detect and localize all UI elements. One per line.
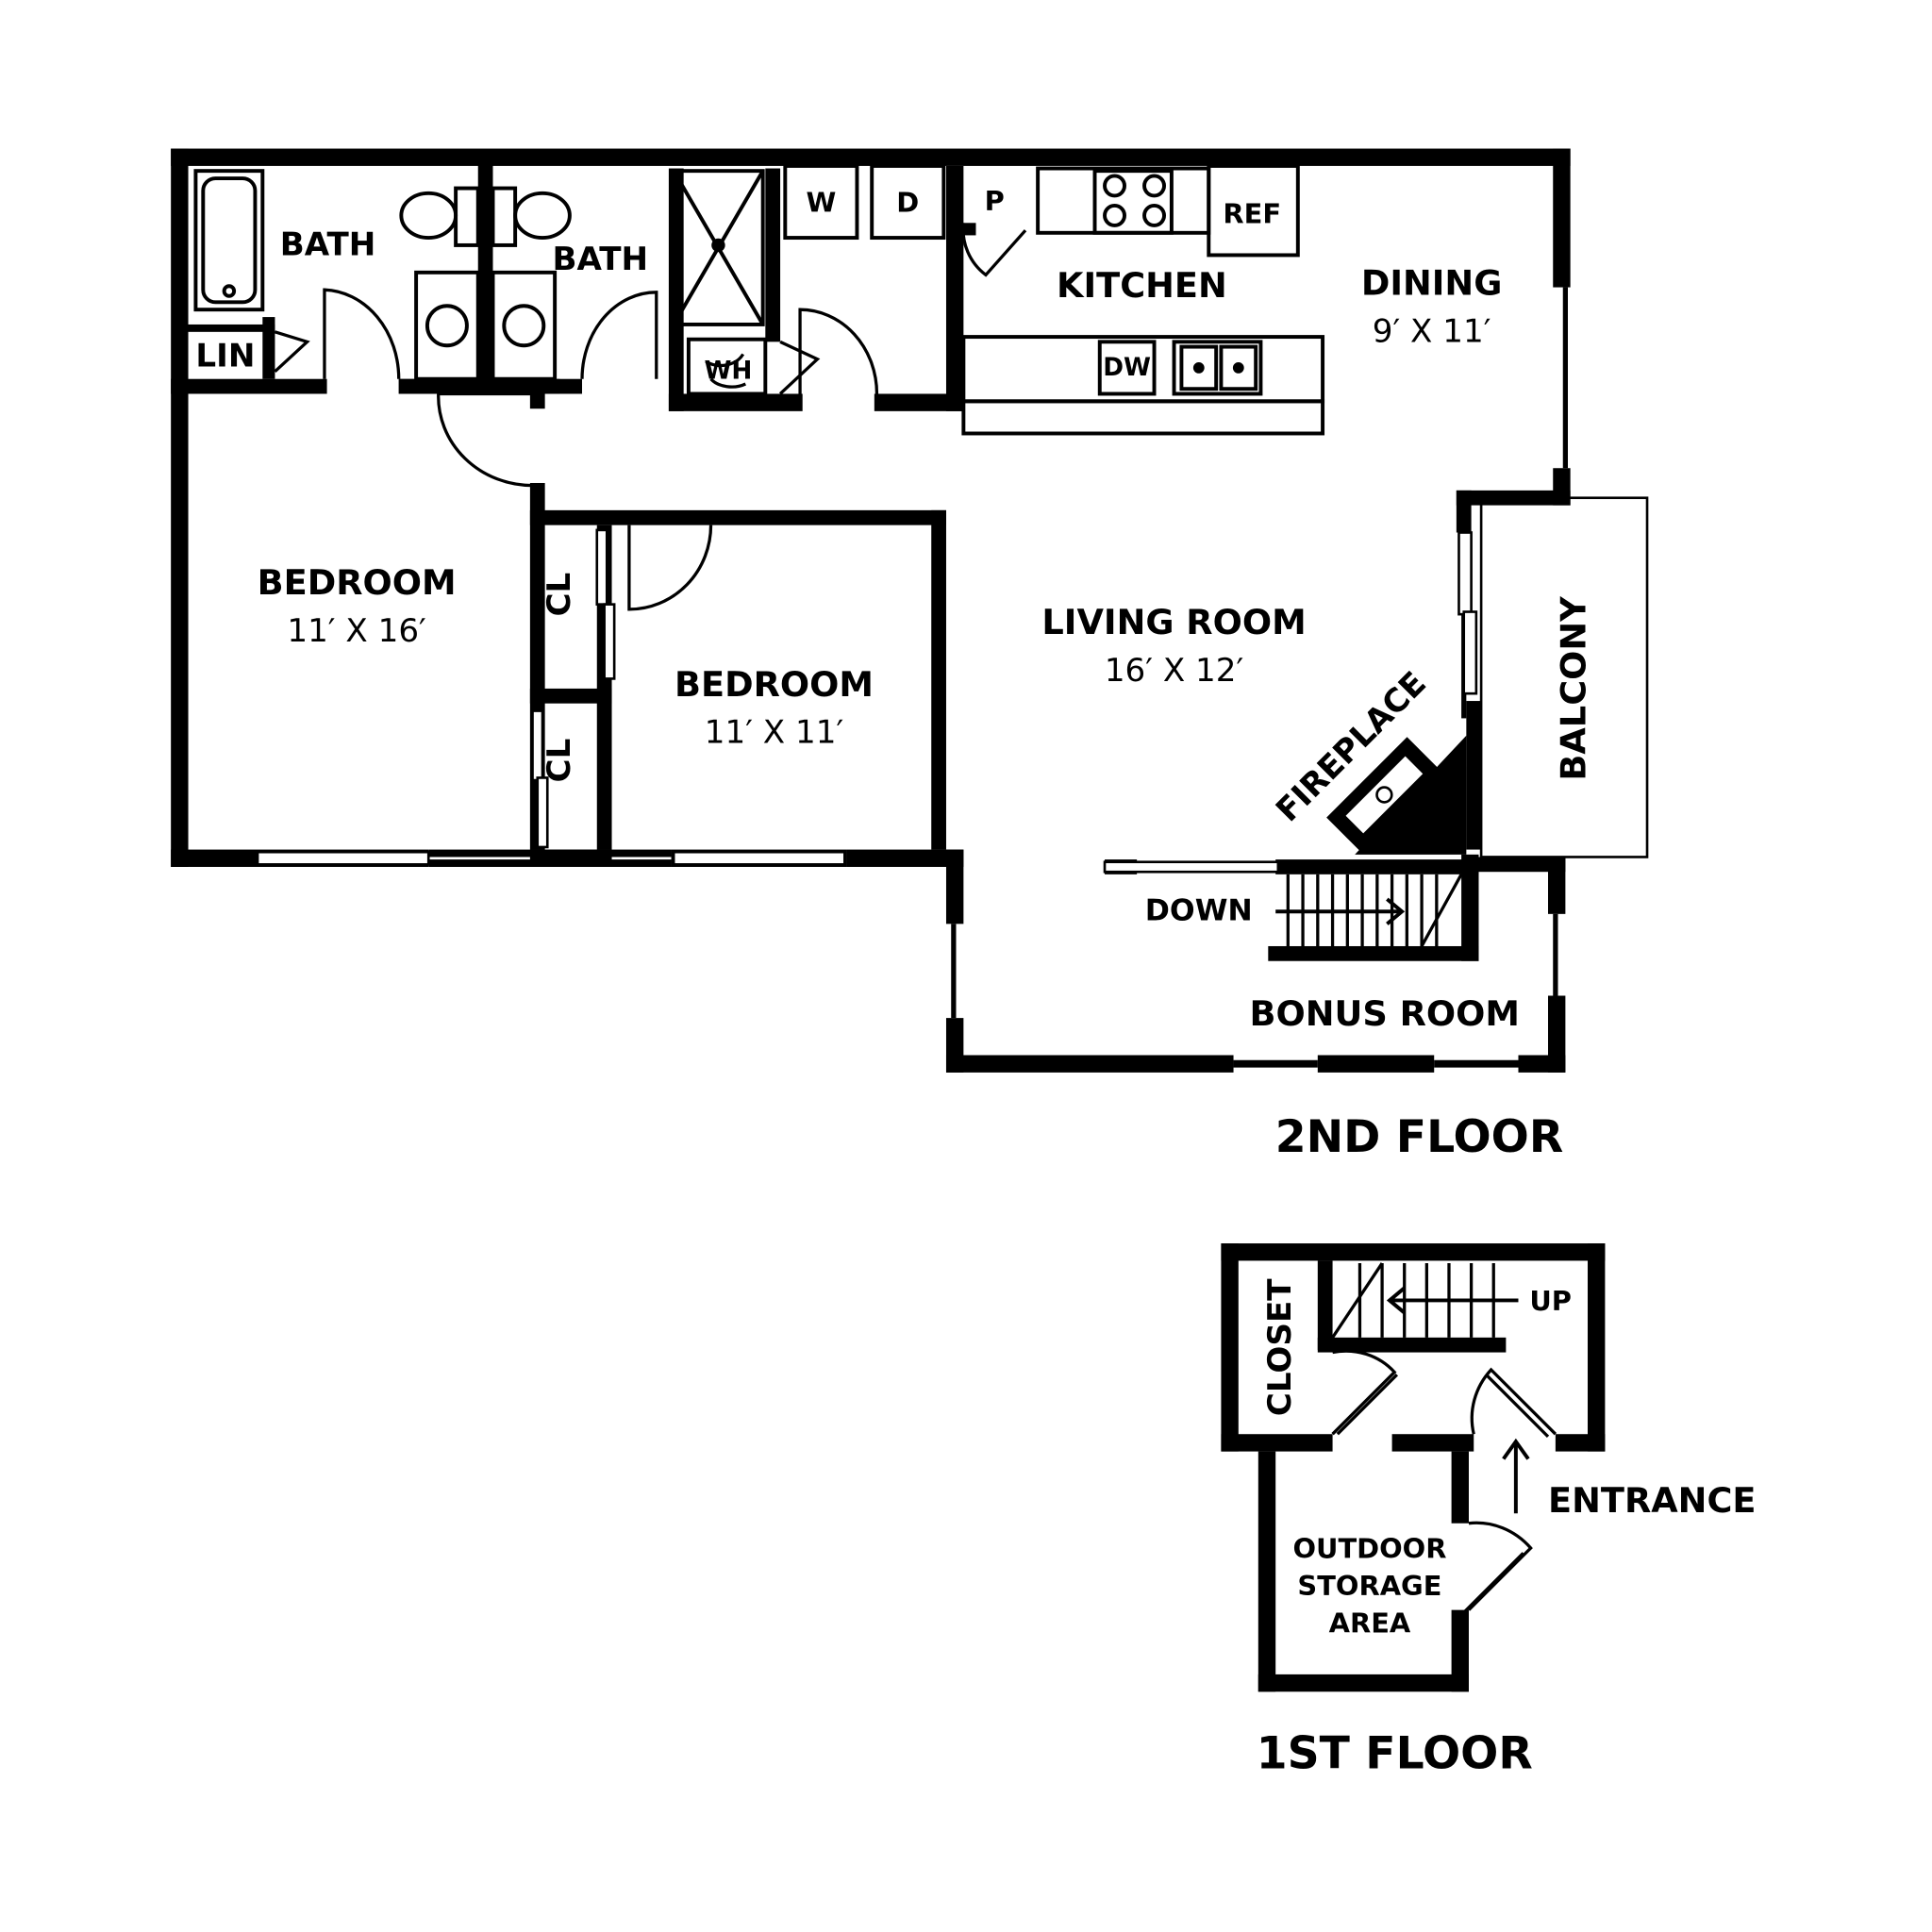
first-floor-title: 1ST FLOOR (1257, 1728, 1533, 1780)
dryer-icon (870, 163, 946, 241)
label-up: UP (1529, 1285, 1572, 1317)
label-washer: W (806, 186, 836, 218)
balcony-outline (1479, 496, 1649, 858)
label-entrance: ENTRANCE (1548, 1480, 1756, 1521)
label-dishwasher: DW (1103, 354, 1151, 382)
label-closet1: CL (541, 573, 578, 617)
door-storage (1467, 1521, 1533, 1611)
label-linen: LIN (195, 338, 255, 375)
label-closet2: CL (541, 739, 578, 783)
sink-icon (414, 270, 480, 381)
label-closet: CLOSET (1261, 1278, 1299, 1416)
label-dining-dim: 9′ X 11′ (1373, 312, 1491, 350)
window-bedroom2 (672, 850, 846, 866)
second-floor-title: 2ND FLOOR (1275, 1111, 1564, 1163)
door-wh (778, 340, 821, 395)
door-hall (798, 308, 879, 394)
door-entrance (1470, 1367, 1557, 1436)
label-bath2: BATH (553, 241, 649, 278)
door-bath2 (580, 291, 658, 379)
label-living-dim: 16′ X 12′ (1105, 652, 1243, 690)
label-bonus: BONUS ROOM (1249, 993, 1519, 1034)
fireplace-icon (1326, 735, 1467, 855)
label-down: DOWN (1145, 893, 1253, 927)
label-kitchen: KITCHEN (1057, 265, 1227, 306)
door-linen (274, 330, 310, 374)
shower-icon (672, 169, 765, 326)
kitchen-sink-icon (1172, 340, 1263, 396)
second-floor-walls (171, 148, 1571, 1073)
label-dryer: D (896, 186, 919, 218)
sink-icon (491, 270, 558, 381)
stairs-down (1275, 874, 1463, 947)
first-floor-walls (1221, 1243, 1606, 1692)
water-heater-icon (686, 337, 768, 396)
stove-icon (1092, 169, 1174, 235)
label-bedroom2: BEDROOM (675, 664, 874, 705)
label-refrigerator: REF (1223, 197, 1281, 229)
refrigerator-icon (1207, 163, 1300, 258)
door-bedroom2 (627, 525, 713, 611)
toilet-icon (513, 191, 572, 241)
label-bath1: BATH (280, 225, 376, 263)
label-bedroom2-dim: 11′ X 11′ (705, 714, 843, 752)
washer-icon (783, 163, 859, 241)
label-storage-line2: STORAGE (1297, 1570, 1441, 1602)
door-bath1 (323, 288, 401, 379)
stairs-up (1331, 1262, 1519, 1339)
bathtub-icon (193, 169, 265, 312)
label-living: LIVING ROOM (1041, 602, 1306, 642)
door-closet (1331, 1349, 1397, 1436)
label-bedroom1: BEDROOM (258, 562, 457, 603)
dishwasher-icon (1097, 340, 1157, 396)
label-storage-line1: OUTDOOR (1292, 1533, 1446, 1565)
label-dining: DINING (1361, 262, 1503, 303)
label-balcony: BALCONY (1553, 596, 1593, 781)
door-pantry (961, 223, 1027, 277)
label-pantry: P (985, 185, 1005, 217)
window-bedroom1 (256, 850, 430, 866)
label-storage-line3: AREA (1329, 1607, 1411, 1639)
door-bedroom1 (437, 391, 535, 488)
label-water-heater: WH (704, 358, 752, 386)
label-bedroom1-dim: 11′ X 16′ (287, 612, 425, 650)
